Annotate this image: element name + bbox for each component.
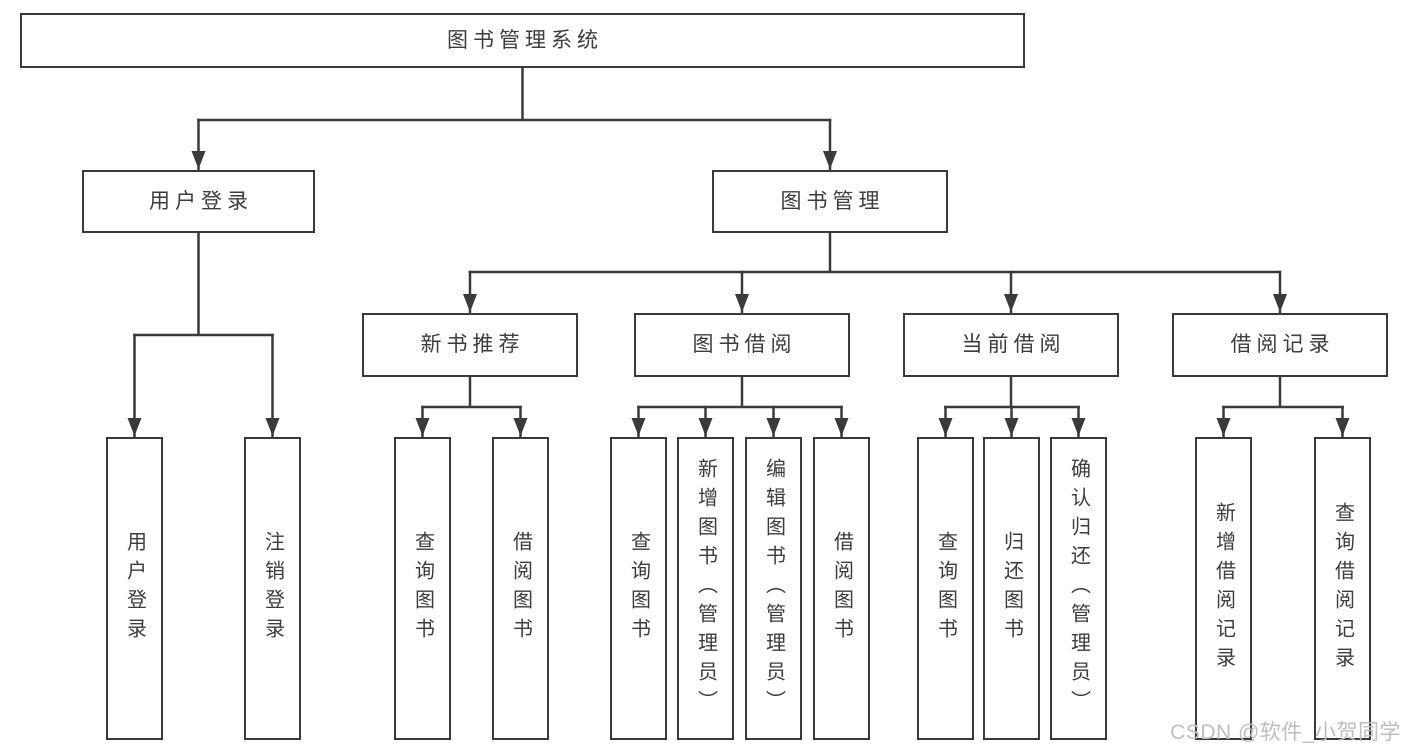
node-confirm-return-admin: 确认归还（管理员） — [1050, 437, 1107, 740]
node-query-borrow-record: 查询借阅记录 — [1314, 437, 1371, 740]
node-label: 查询图书 — [934, 530, 957, 647]
node-borrow-records: 借阅记录 — [1172, 313, 1388, 377]
node-book-borrow: 图书借阅 — [634, 313, 850, 377]
node-root: 图书管理系统 — [20, 13, 1025, 68]
node-label: 编辑图书（管理员） — [762, 458, 785, 719]
node-label: 确认归还（管理员） — [1067, 458, 1090, 719]
watermark-text: CSDN @软件_小贺同学 — [1170, 721, 1401, 744]
node-label: 用户登录 — [149, 189, 253, 213]
node-label: 新书推荐 — [420, 333, 525, 357]
node-label: 借阅记录 — [1230, 333, 1335, 357]
node-borrow-books-2: 借阅图书 — [813, 437, 870, 740]
node-query-books-3: 查询图书 — [917, 437, 974, 740]
node-book-mgmt: 图书管理 — [712, 170, 948, 233]
node-label: 新增图书（管理员） — [694, 458, 717, 719]
node-label: 当前借阅 — [961, 333, 1066, 357]
node-label: 归还图书 — [1000, 530, 1023, 647]
node-label: 查询图书 — [627, 530, 650, 647]
node-login: 用户登录 — [82, 170, 315, 233]
edge-trunk-new-book-rec — [421, 375, 522, 409]
node-new-book-rec: 新书推荐 — [362, 313, 578, 377]
node-borrow-books-1: 借阅图书 — [492, 437, 549, 740]
node-label: 用户登录 — [123, 530, 146, 647]
node-label: 注销登录 — [261, 530, 284, 647]
node-edit-book-admin: 编辑图书（管理员） — [745, 437, 802, 740]
node-current-borrow: 当前借阅 — [903, 313, 1119, 377]
node-label: 查询借阅记录 — [1331, 501, 1354, 676]
node-label: 图书管理系统 — [447, 28, 603, 52]
edge-trunk-borrow-records — [1222, 375, 1344, 409]
node-query-books-1: 查询图书 — [394, 437, 451, 740]
node-query-books-2: 查询图书 — [610, 437, 667, 740]
node-label: 图书管理 — [780, 189, 885, 213]
edge-trunk-root — [197, 66, 832, 122]
node-label: 借阅图书 — [509, 530, 532, 647]
edge-trunk-current-borrow — [944, 375, 1080, 409]
node-add-borrow-record: 新增借阅记录 — [1195, 437, 1252, 740]
node-label: 查询图书 — [411, 530, 434, 647]
node-label: 新增借阅记录 — [1212, 501, 1235, 676]
edge-trunk-login — [133, 231, 274, 337]
node-user-login: 用户登录 — [106, 437, 163, 740]
edge-trunk-book-borrow — [637, 375, 843, 409]
node-logout: 注销登录 — [244, 437, 301, 740]
node-label: 借阅图书 — [830, 530, 853, 647]
node-label: 图书借阅 — [692, 333, 797, 357]
node-return-books: 归还图书 — [983, 437, 1040, 740]
edge-trunk-book-mgmt — [468, 231, 1282, 274]
node-add-book-admin: 新增图书（管理员） — [677, 437, 734, 740]
